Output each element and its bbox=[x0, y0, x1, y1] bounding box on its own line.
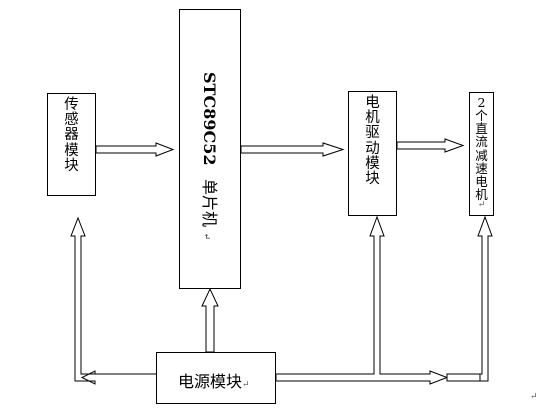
power-module-label: 电源模块↵ bbox=[178, 368, 250, 392]
power-paragraph-mark: ↵ bbox=[242, 380, 250, 390]
arrow-power-to-sensor bbox=[70, 216, 156, 385]
arrow-mcu-to-motor-driver bbox=[240, 142, 345, 157]
dc-motor-paragraph-mark: ↵ bbox=[477, 200, 486, 210]
arrow-sensor-to-mcu bbox=[95, 142, 175, 157]
arrow-bottom-right-head bbox=[446, 373, 481, 382]
arrow-power-to-mcu bbox=[201, 287, 219, 353]
mcu-label: STC89C52 单片机 ↵ bbox=[199, 72, 223, 240]
dc-motor-box: 2 个 直 流 减 速 电 机 ↵ bbox=[469, 92, 494, 216]
arrow-power-to-motor-branch bbox=[275, 215, 449, 385]
motor-driver-label: 电 机 驱 动 模 块 bbox=[365, 95, 380, 188]
page-end-paragraph-mark: ↵ bbox=[530, 392, 538, 402]
arrow-branch-to-motors bbox=[477, 215, 493, 382]
mcu-model: STC89C52 bbox=[200, 72, 219, 166]
sensor-module-label: 传 感 器 模 块 bbox=[64, 97, 79, 174]
motor-driver-box: 电 机 驱 动 模 块 bbox=[348, 91, 397, 216]
mcu-paragraph-mark: ↵ bbox=[201, 232, 211, 241]
arrow-motor-driver-to-motors bbox=[396, 138, 465, 153]
mcu-box bbox=[179, 9, 241, 289]
mcu-name: 单片机 bbox=[200, 179, 219, 228]
power-module-box: 电源模块↵ bbox=[156, 352, 276, 404]
sensor-module-box: 传 感 器 模 块 bbox=[47, 93, 96, 196]
power-module-text: 电源模块 bbox=[178, 372, 243, 391]
dc-motor-label: 2 个 直 流 减 速 电 机 bbox=[475, 95, 488, 202]
